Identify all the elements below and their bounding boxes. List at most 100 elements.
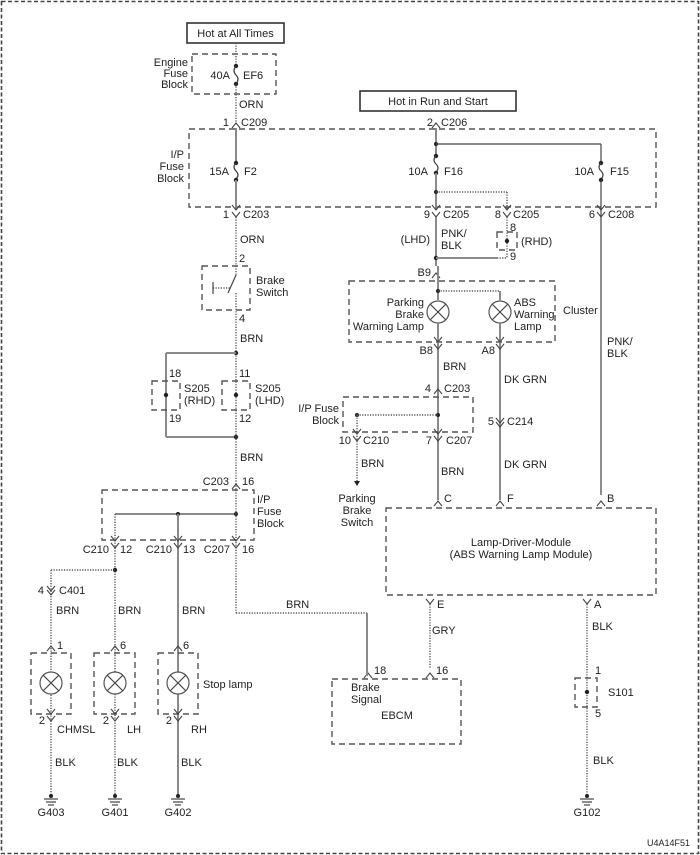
fuse-f16-icon — [433, 155, 439, 173]
wire-blk-a: BLK — [592, 621, 613, 633]
wire-pnk-blk-lhd-2: BLK — [441, 240, 462, 252]
rh-pin-bottom: 2 — [166, 715, 172, 727]
s205-rhd-name: S205 — [184, 383, 210, 395]
c207-7-pin: 7 — [426, 435, 432, 447]
s205-rhd-pin-top: 18 — [169, 368, 181, 380]
ldm-pin-a: A — [594, 599, 602, 611]
engine-fuse-block-label-1: Engine — [154, 57, 188, 69]
fuse-ef6-rating: 40A — [210, 70, 230, 82]
fuse-f15-name: F15 — [610, 166, 629, 178]
ip-fuse-block-mid — [342, 396, 474, 433]
brake-switch-pin-top: 2 — [239, 253, 245, 265]
chmsl-pin-bottom: 2 — [39, 715, 45, 727]
s101-name: S101 — [608, 687, 634, 699]
lh-label: LH — [127, 724, 141, 736]
ip-fuse-low-label-1: I/P — [257, 494, 270, 506]
cluster-box — [348, 280, 556, 343]
c207-16-pin: 16 — [242, 544, 254, 556]
engine-fuse-block-label-3: Block — [161, 79, 188, 91]
wire-brn-c: BRN — [441, 466, 464, 478]
wire-brn-switch: BRN — [240, 333, 263, 345]
hot-in-run-label: Hot in Run and Start — [388, 96, 488, 108]
brake-switch-contact-icon — [227, 274, 237, 294]
brake-switch-pin-bottom: 4 — [239, 313, 245, 325]
c205-9-pin: 9 — [424, 209, 430, 221]
c214-pin: 5 — [488, 416, 494, 428]
c203-16-pin: 16 — [242, 476, 254, 488]
ldm-subtitle: (ABS Warning Lamp Module) — [450, 549, 593, 561]
hot-in-run-box — [359, 90, 517, 112]
fuse-f2-name: F2 — [244, 166, 257, 178]
rhd-splice-pin-bottom: 9 — [510, 251, 516, 263]
c210-13-name: C210 — [146, 544, 172, 556]
wire-dk-grn-2: DK GRN — [504, 459, 547, 471]
c203-top-pin: 1 — [223, 209, 229, 221]
ground-g403-label: G403 — [38, 807, 65, 819]
wire-brn-park: BRN — [361, 458, 384, 470]
ip-fuse-top-label-2: Fuse — [160, 161, 184, 173]
s205-lhd-box — [221, 380, 251, 411]
wire-brn-rh: BRN — [182, 605, 205, 617]
ground-g102-label: G102 — [574, 807, 601, 819]
c209-name: C209 — [241, 117, 267, 129]
c203-top-name: C203 — [243, 209, 269, 221]
c210-13-pin: 13 — [183, 544, 195, 556]
chmsl-label: CHMSL — [57, 724, 96, 736]
rhd-label: (RHD) — [521, 236, 552, 248]
ldm-pin-b: B — [607, 493, 614, 505]
fuse-f16-rating: 10A — [408, 166, 428, 178]
fuse-f2-rating: 15A — [209, 166, 229, 178]
ebcm-box — [331, 678, 462, 745]
ebcm-pin-16: 16 — [436, 665, 448, 677]
lamp-driver-module-box — [385, 507, 657, 596]
s205-rhd-box — [151, 380, 181, 411]
ip-fuse-top-label-1: I/P — [171, 149, 184, 161]
c203-cluster-name: C203 — [444, 383, 470, 395]
hot-at-all-times-label: Hot at All Times — [197, 28, 274, 40]
ground-g401-label: G401 — [102, 807, 129, 819]
ip-fuse-mid-label-1: I/P Fuse — [298, 403, 339, 415]
rh-pin-top: 6 — [183, 640, 189, 652]
wire-gry: GRY — [432, 625, 456, 637]
s101-pin-bottom: 5 — [595, 708, 601, 720]
wire-brn-ebcm: BRN — [286, 599, 309, 611]
ip-fuse-block-low — [101, 489, 255, 541]
ldm-pin-e: E — [437, 599, 444, 611]
c208-name: C208 — [608, 209, 634, 221]
s205-lhd-variant: (LHD) — [255, 395, 284, 407]
wire-pnk-blk-right-1: PNK/ — [607, 336, 634, 348]
c209-pin: 1 — [223, 117, 229, 129]
fuse-ef6-icon — [233, 65, 239, 85]
s101-box — [574, 677, 598, 708]
c208-pin: 6 — [589, 209, 595, 221]
s205-rhd-pin-bottom: 19 — [169, 413, 181, 425]
stop-lamp-chmsl: 1 2 CHMSL BLK — [30, 640, 96, 769]
stop-lamp-rh: 6 2 RH BLK — [157, 640, 207, 796]
abs-lamp-label-3: Lamp — [514, 321, 542, 333]
c206-pin: 2 — [427, 117, 433, 129]
wire-blk-lh: BLK — [117, 757, 138, 769]
s101-pin-top: 1 — [595, 665, 601, 677]
engine-fuse-block-label-2: Fuse — [164, 68, 188, 80]
ground-g403-icon — [44, 794, 58, 806]
c203-16-name: C203 — [203, 476, 229, 488]
parking-lamp-label-1: Parking — [387, 297, 424, 309]
ldm-title: Lamp-Driver-Module — [471, 537, 571, 549]
ebcm-signal-label-1: Brake — [351, 682, 380, 694]
wire-brn-splice: BRN — [240, 452, 263, 464]
fuse-f15-rating: 10A — [574, 166, 594, 178]
s205-rhd-variant: (RHD) — [184, 395, 215, 407]
parking-lamp-label-2: Brake — [395, 309, 424, 321]
ip-fuse-mid-label-2: Block — [312, 415, 339, 427]
chmsl-pin-top: 1 — [57, 640, 63, 652]
abs-lamp-label-2: Warning — [514, 309, 555, 321]
ground-g401-icon — [108, 794, 122, 806]
diagram-id: U4A14F51 — [647, 838, 690, 848]
arrow-down-icon — [354, 481, 360, 486]
wire-brn-lh: BRN — [118, 605, 141, 617]
cluster-pin-b9: B9 — [418, 267, 431, 279]
fuse-ef6-name: EF6 — [243, 70, 263, 82]
parking-lamp-label-3: Warning Lamp — [353, 321, 424, 333]
stop-lamp-label: Stop lamp — [203, 679, 253, 691]
